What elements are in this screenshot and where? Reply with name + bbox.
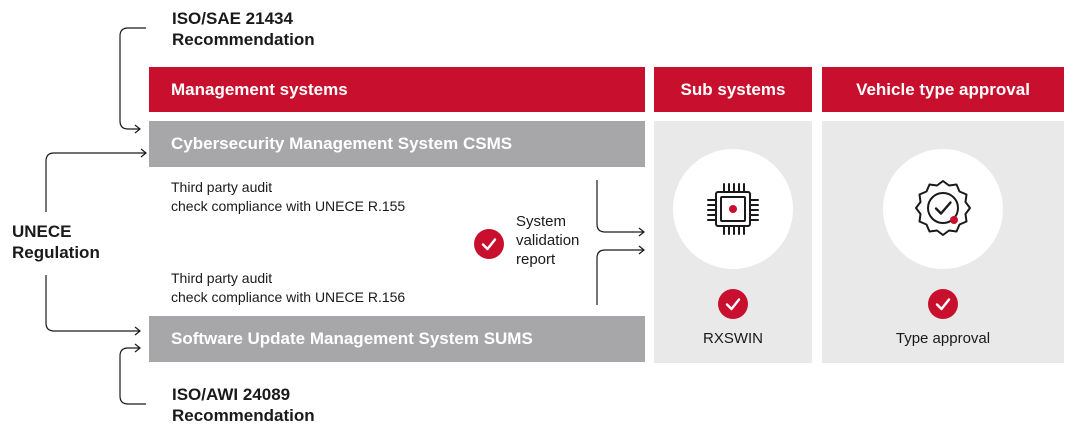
type-approval-label: Type approval <box>895 330 991 347</box>
audit-top-line2: check compliance with UNECE R.155 <box>171 198 406 214</box>
unece-connector <box>45 152 146 212</box>
audit-top-connector <box>596 180 644 233</box>
iso-awi-title: ISO/AWI 24089 <box>172 385 291 404</box>
header-vehicle-label: Vehicle type approval <box>856 79 1030 99</box>
audit-bottom-line2: check compliance with UNECE R.156 <box>171 289 406 305</box>
csms-label: Cybersecurity Management System CSMS <box>171 134 513 153</box>
certificate-seal-icon <box>883 149 1003 269</box>
validation-line3: report <box>516 251 556 268</box>
rxswin-label: RXSWIN <box>703 330 763 347</box>
sums-bar: Software Update Management System SUMS <box>149 316 645 362</box>
iso-awi-connector <box>119 347 146 405</box>
validation-line1: System <box>516 213 567 230</box>
header-sub-systems: Sub systems <box>654 67 812 112</box>
sums-label: Software Update Management System SUMS <box>171 329 533 348</box>
chip-icon <box>673 149 793 269</box>
unece-title: UNECE <box>12 222 72 241</box>
header-management-systems: Management systems <box>149 67 645 112</box>
iso-sae-note: ISO/SAE 21434 Recommendation <box>172 8 315 50</box>
header-sub-label: Sub systems <box>680 79 786 99</box>
audit-bottom: Third party audit check compliance with … <box>171 269 405 307</box>
iso-awi-subtitle: Recommendation <box>172 406 315 425</box>
audit-top: Third party audit check compliance with … <box>171 178 405 216</box>
validation-check-icon <box>474 229 504 259</box>
iso-sae-connector <box>119 27 146 130</box>
audit-bottom-line1: Third party audit <box>171 270 273 286</box>
iso-sae-title: ISO/SAE 21434 <box>172 9 293 28</box>
csms-bar: Cybersecurity Management System CSMS <box>149 121 645 167</box>
audit-bottom-connector <box>596 249 644 305</box>
rxswin-check-icon <box>718 289 748 319</box>
validation-report: System validation report <box>516 212 579 269</box>
header-management-label: Management systems <box>171 79 348 99</box>
audit-top-line1: Third party audit <box>171 179 273 195</box>
iso-sae-subtitle: Recommendation <box>172 30 315 49</box>
unece-note: UNECE Regulation <box>12 221 100 263</box>
validation-line2: validation <box>516 232 580 249</box>
unece-subtitle: Regulation <box>12 243 100 262</box>
header-vehicle-type-approval: Vehicle type approval <box>822 67 1064 112</box>
iso-awi-note: ISO/AWI 24089 Recommendation <box>172 384 315 426</box>
type-approval-check-icon <box>928 289 958 319</box>
